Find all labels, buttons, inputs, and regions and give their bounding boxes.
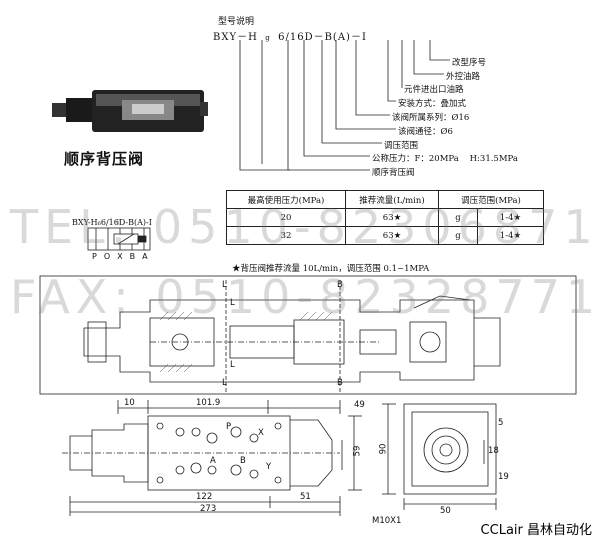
symbol-label: BXY-H₆6/16D-B(A)-Ⅰ xyxy=(72,218,152,227)
plan-view xyxy=(62,400,362,516)
section-label-b2: B xyxy=(337,378,343,388)
section-view xyxy=(39,275,577,395)
port-p: P xyxy=(92,252,97,261)
dim-10: 10 xyxy=(124,398,135,408)
table-row: 20 63★ g 1-4★ xyxy=(226,208,544,227)
dim-bolt: M10X1 xyxy=(372,516,402,526)
dim-101-9: 101.9 xyxy=(196,398,221,408)
end-view xyxy=(382,403,497,510)
plan-port-p: P xyxy=(226,422,232,432)
model-code: BXY－H g 6/16D－B(A)－Ⅰ xyxy=(213,32,367,43)
port-b: B xyxy=(129,252,136,261)
section-label-b1: B xyxy=(337,280,343,290)
spec-cell: 1-4★ xyxy=(477,226,544,245)
section-label-l3: L xyxy=(222,378,227,388)
label-valve-type: 顺序背压阀 xyxy=(372,168,415,178)
label-mounting: 安装方式：叠加式 xyxy=(398,99,467,109)
hydraulic-symbol xyxy=(87,227,151,251)
plan-port-b: B xyxy=(240,456,246,466)
port-a: A xyxy=(142,252,148,261)
dim-50: 50 xyxy=(440,506,451,516)
spec-cell: g xyxy=(438,226,478,245)
table-row: 32 63★ g 1-4★ xyxy=(226,226,544,245)
flow-note: ★背压阀推荐流量 10L/min，调压范围 0.1~1MPA xyxy=(232,264,430,274)
label-series: 该阀所属系列：Ø16 xyxy=(392,113,470,123)
dim-18: 18 xyxy=(488,446,499,456)
watermark-tel: TEL: 0510-82306871 xyxy=(10,200,599,254)
dim-59: 59 xyxy=(352,445,363,457)
spec-table: 最高使用压力(MPa) 推荐流量(L/min) 调压范围(MPa) 20 63★… xyxy=(226,190,544,245)
model-code-leaders xyxy=(239,40,450,171)
model-code-heading: 型号说明 xyxy=(218,17,255,27)
brand-label: CCLair 昌林自动化 xyxy=(480,523,592,538)
label-revision: 改型序号 xyxy=(452,58,487,68)
label-nominal-pressure: 公称压力：F：20MPa H:31.5MPa xyxy=(372,154,518,164)
product-photo xyxy=(52,90,208,132)
watermark-fax: FAX: 0510-82328771 xyxy=(10,270,600,324)
label-pressure-range: 调压范围 xyxy=(384,141,419,151)
dim-19: 19 xyxy=(498,472,509,482)
plan-port-x: X xyxy=(258,428,264,438)
dim-49: 49 xyxy=(354,400,365,410)
model-code-end: 6/16D－B(A)－Ⅰ xyxy=(278,32,367,43)
dim-273: 273 xyxy=(200,504,217,514)
label-bore: 该阀通径：Ø6 xyxy=(398,127,453,137)
label-port-path: 元件进出口油路 xyxy=(404,85,464,95)
label-external-oil: 外控油路 xyxy=(446,72,481,82)
model-code-start: BXY－H xyxy=(213,32,258,43)
dim-90: 90 xyxy=(378,443,389,455)
section-label-l4: L xyxy=(230,360,235,370)
plan-port-y: Y xyxy=(266,462,272,472)
plan-port-a: A xyxy=(210,456,216,466)
dim-5: 5 xyxy=(498,418,504,428)
dim-51: 51 xyxy=(300,492,311,502)
dim-122: 122 xyxy=(196,492,213,502)
section-label-l1: L xyxy=(222,280,227,290)
section-label-l2: L xyxy=(230,298,235,308)
port-o: O xyxy=(103,252,111,261)
product-caption: 顺序背压阀 xyxy=(64,150,145,168)
port-x: X xyxy=(117,252,123,261)
